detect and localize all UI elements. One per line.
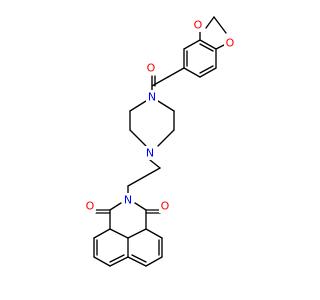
bond <box>213 16 227 34</box>
bond <box>93 256 111 267</box>
molecule-diagram: O O O N N N O <box>84 16 236 267</box>
bond <box>127 167 161 187</box>
oxygen-atom: O <box>159 199 171 213</box>
bond <box>109 256 129 267</box>
bond <box>183 39 201 50</box>
atom-label-background <box>122 193 134 207</box>
atom-label-background <box>192 18 204 32</box>
bond <box>157 100 175 112</box>
bond <box>157 129 175 147</box>
bond <box>145 256 163 267</box>
atom-label-background <box>224 36 236 50</box>
bond <box>145 228 163 239</box>
bond <box>93 228 111 239</box>
bond <box>129 129 147 147</box>
atom-label-layer: O O O N N N O <box>84 18 236 213</box>
nitrogen-atom: N <box>146 90 158 104</box>
bond <box>129 100 147 112</box>
bond <box>199 65 214 74</box>
oxygen-atom: O <box>224 36 236 50</box>
atom-label-nitrogen: N <box>124 194 132 207</box>
bond <box>109 254 125 263</box>
bond <box>205 16 215 29</box>
atom-label-background <box>159 199 171 213</box>
bond <box>183 67 201 78</box>
nitrogen-atom: N <box>122 193 134 207</box>
oxygen-atom: O <box>145 61 157 75</box>
atom-label-background <box>146 90 158 104</box>
atom-label-oxygen: O <box>86 200 95 213</box>
atom-label-oxygen: O <box>226 37 235 50</box>
bond <box>134 202 147 211</box>
bond <box>199 67 217 78</box>
bond <box>199 43 214 52</box>
bond <box>127 256 147 267</box>
atom-label-background <box>144 146 156 160</box>
bond <box>131 254 147 263</box>
atom-label-oxygen: O <box>194 19 203 32</box>
bond <box>199 39 217 50</box>
bond <box>215 44 225 50</box>
chemical-structure-canvas: O O O N N N O <box>84 16 236 267</box>
bond <box>109 228 129 239</box>
nitrogen-atom: N <box>144 146 156 160</box>
bond <box>127 228 147 239</box>
bond <box>109 202 122 211</box>
atom-label-nitrogen: N <box>146 147 154 160</box>
oxygen-atom: O <box>84 199 96 213</box>
bond <box>149 159 161 169</box>
atom-label-background <box>145 61 157 75</box>
atom-label-nitrogen: N <box>148 91 156 104</box>
atom-label-background <box>84 199 96 213</box>
bond-layer <box>93 16 227 267</box>
oxygen-atom: O <box>192 18 204 32</box>
atom-label-oxygen: O <box>147 62 156 75</box>
atom-label-oxygen: O <box>161 200 170 213</box>
bond <box>167 67 185 78</box>
